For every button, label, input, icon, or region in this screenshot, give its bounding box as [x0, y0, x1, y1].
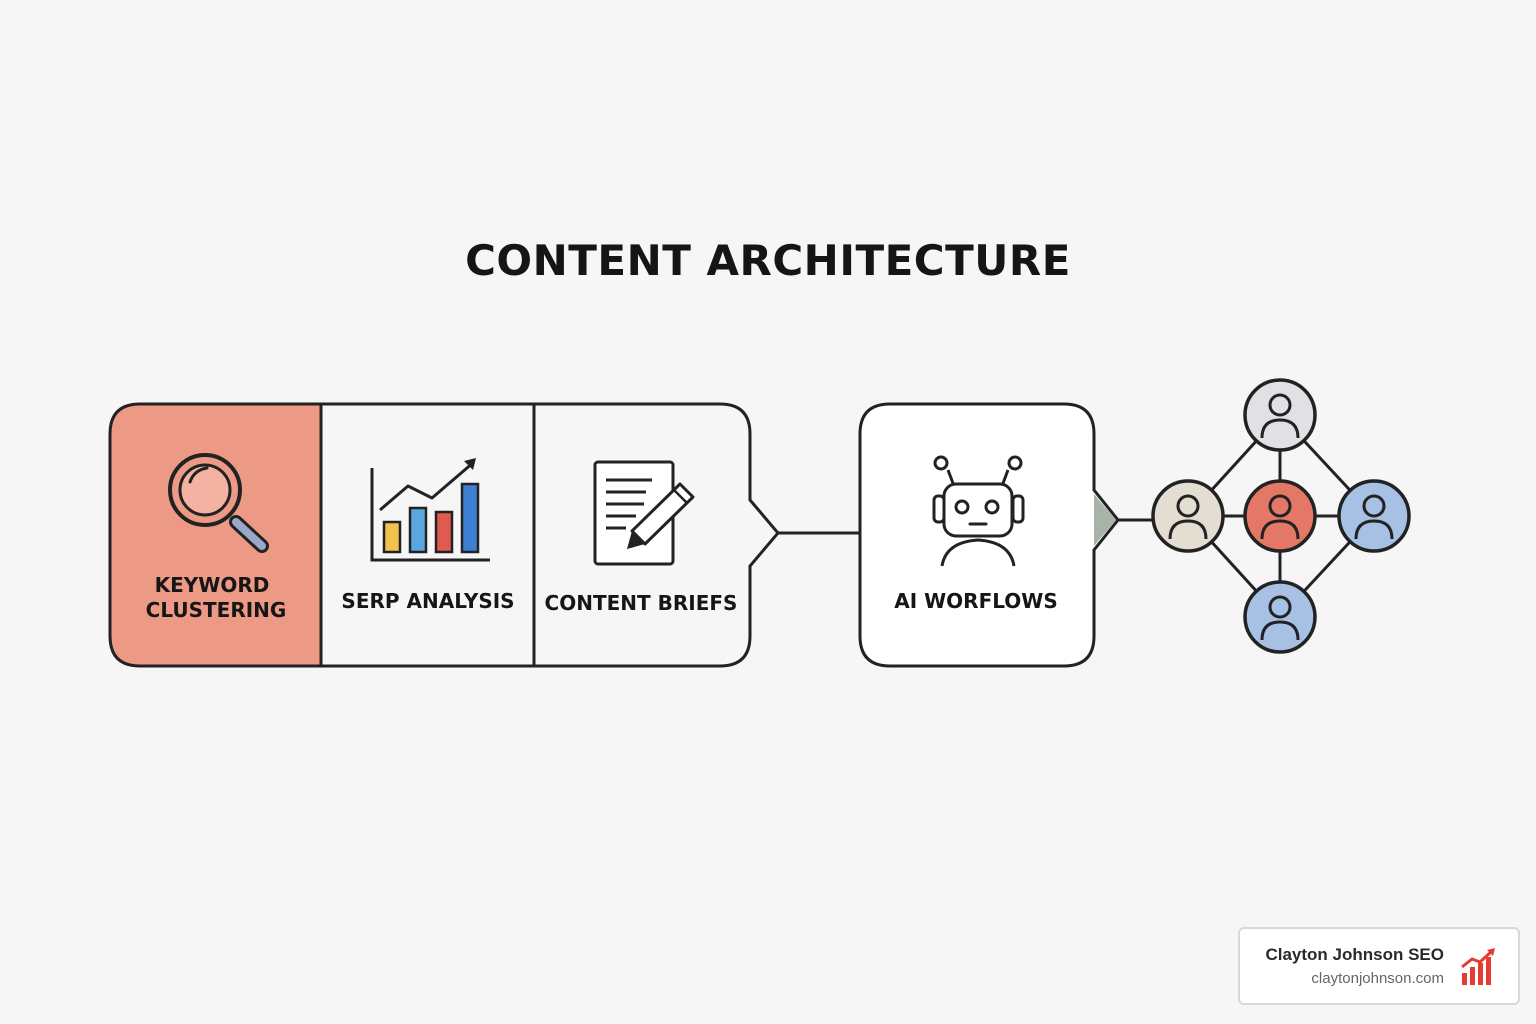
people-network-icon	[1151, 378, 1411, 654]
person-node-center	[1243, 479, 1317, 553]
stage-ai-workflows: AI WORFLOWS	[858, 402, 1120, 668]
brand-name: Clayton Johnson SEO	[1265, 945, 1444, 964]
keyword-highlight-panel	[110, 404, 321, 666]
stage-label: CONTENT BRIEFS	[545, 591, 738, 615]
brand-url: claytonjohnson.com	[1311, 970, 1444, 987]
person-node	[1337, 479, 1411, 553]
person-node	[1243, 378, 1317, 452]
stage-serp-analysis: SERP ANALYSIS	[341, 458, 515, 613]
stage-keyword-clustering: KEYWORD CLUSTERING	[146, 453, 287, 622]
stage-group-outline	[108, 402, 780, 668]
stage-group	[108, 402, 780, 668]
person-node	[1243, 580, 1317, 654]
bar-chart-icon	[370, 458, 490, 562]
brand-badge[interactable]: Clayton Johnson SEO claytonjohnson.com	[1238, 927, 1520, 1005]
stage-label: SERP ANALYSIS	[341, 589, 514, 613]
diagram-title: CONTENT ARCHITECTURE	[465, 236, 1071, 285]
person-node	[1151, 479, 1225, 553]
growth-chart-logo-icon	[1461, 948, 1495, 985]
document-pencil-icon	[593, 460, 695, 566]
robot-icon	[932, 455, 1025, 567]
magnifying-glass-icon	[168, 453, 269, 553]
stage-label: AI WORFLOWS	[894, 589, 1058, 613]
stage-content-briefs: CONTENT BRIEFS	[545, 460, 738, 615]
arrow-head	[1094, 494, 1116, 546]
stage-label: KEYWORD	[155, 573, 270, 597]
stage-label: CLUSTERING	[146, 598, 287, 622]
